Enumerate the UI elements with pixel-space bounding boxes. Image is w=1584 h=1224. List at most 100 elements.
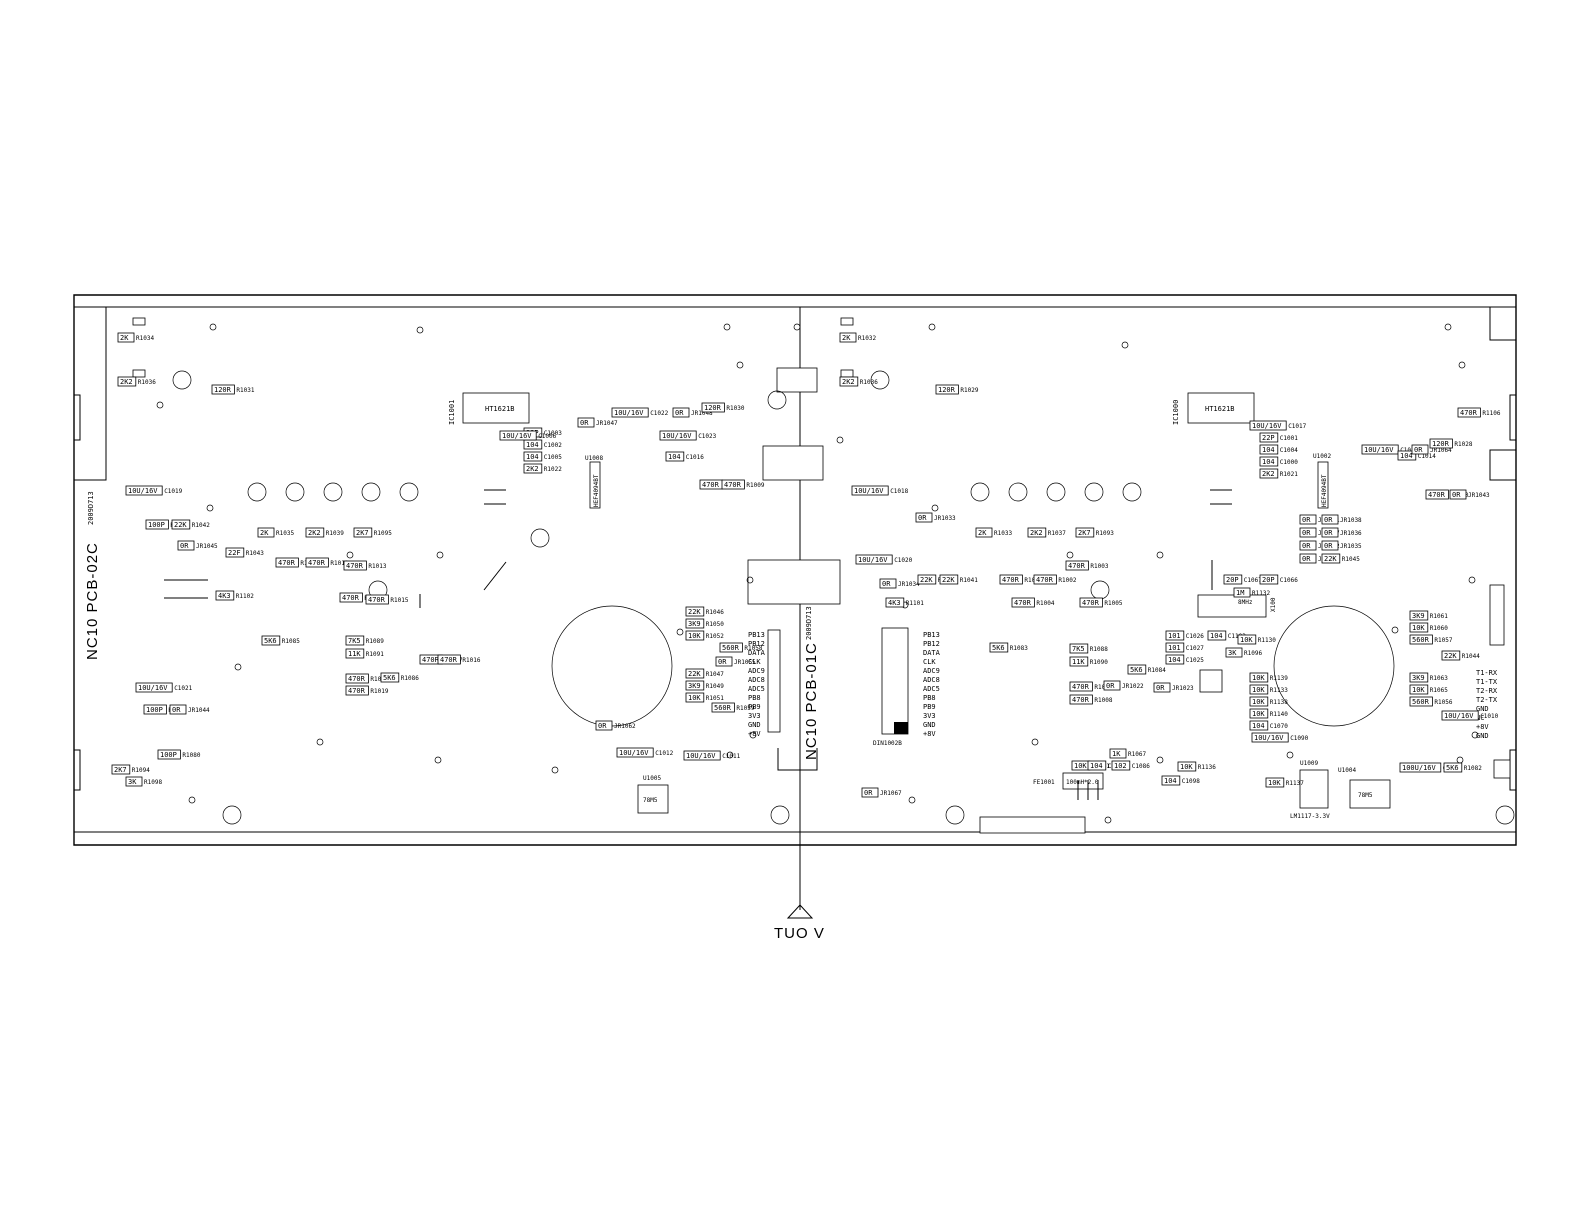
- component-ref: C1090: [1290, 735, 1308, 742]
- component-ref: R1036: [860, 379, 878, 386]
- u1005-ref: U1005: [643, 775, 661, 782]
- component-ref: C1067: [1244, 577, 1262, 584]
- component-value: 0R: [1106, 682, 1115, 690]
- pin-left-0: PB13: [748, 631, 765, 639]
- pin-left-6: ADC5: [748, 685, 765, 693]
- component-ref: R1056: [1434, 699, 1452, 706]
- component-value: 470R: [348, 687, 366, 695]
- component-value: 10K: [1180, 763, 1193, 771]
- pin-left-3: CLK: [748, 658, 761, 666]
- u1008-part: HEF4094BT: [593, 474, 600, 507]
- component-value: 2K2: [1262, 470, 1275, 478]
- component-ref: C1023: [698, 433, 716, 440]
- component-value: 5K6: [1130, 666, 1143, 674]
- component-value: 10U/16V: [128, 487, 158, 495]
- component-value: 2K2: [1030, 529, 1043, 537]
- ic-components: HT1621B IC1001 HT1621B IC1000 HEF4094BT …: [448, 392, 1505, 820]
- component-ref: JR1023: [1172, 685, 1194, 692]
- component-value: 4K3: [888, 599, 901, 607]
- component-value: 104: [1164, 777, 1177, 785]
- component-ref: R1102: [236, 593, 254, 600]
- component-ref: R1050: [706, 621, 724, 628]
- component-ref: C1018: [890, 488, 908, 495]
- pin-right-0: PB13: [923, 631, 940, 639]
- component-value: 10K: [1268, 779, 1281, 787]
- pin-right-4: ADC9: [923, 667, 940, 675]
- component-ref: R1067: [1128, 751, 1146, 758]
- component-value: 470R: [1036, 576, 1054, 584]
- component-value: 22P: [1262, 434, 1275, 442]
- component-ref: R1036: [138, 379, 156, 386]
- component-ref: R1137: [1286, 780, 1304, 787]
- pin-right-3: CLK: [923, 658, 936, 666]
- component-value: 470R: [1460, 409, 1478, 417]
- component-ref: R1085: [282, 638, 300, 645]
- component-value: 0R: [1324, 516, 1333, 524]
- component-value: 22K: [942, 576, 955, 584]
- component-ref: R1047: [706, 671, 724, 678]
- component-ref: R1021: [1280, 471, 1298, 478]
- component-value: 0R: [1302, 555, 1311, 563]
- u1002-part: HEF4094BT: [1321, 474, 1328, 507]
- component-ref: R1033: [994, 530, 1012, 537]
- component-value: 10K: [688, 694, 701, 702]
- component-ref: R1015: [390, 597, 408, 604]
- component-jr1038: 0R JR1038: [1321, 514, 1362, 525]
- component-ref: C1001: [1280, 435, 1298, 442]
- component-value: 0R: [882, 580, 891, 588]
- component-value: 104: [1262, 458, 1275, 466]
- component-ref: JR1038: [1340, 517, 1362, 524]
- pin-right-1: PB12: [923, 640, 940, 648]
- pin-right-7: PB8: [923, 694, 936, 702]
- component-value: 104: [1252, 722, 1265, 730]
- component-value: 0R: [1302, 516, 1311, 524]
- component-value: 104: [526, 453, 539, 461]
- pin-left-7: PB8: [748, 694, 761, 702]
- component-value: 104: [1210, 632, 1223, 640]
- component-ref: JR1036: [1340, 530, 1362, 537]
- component-value: 120R: [1432, 440, 1450, 448]
- component-value: 470R: [1068, 562, 1086, 570]
- component-value: 5K6: [264, 637, 277, 645]
- pin-left-8: PB9: [748, 703, 761, 711]
- component-ref: R1030: [726, 405, 744, 412]
- component-ref: R1090: [1090, 659, 1108, 666]
- component-ref: JR1048: [691, 410, 713, 417]
- component-ref: R1035: [276, 530, 294, 537]
- component-ref: R1094: [132, 767, 150, 774]
- left-date-code: 2009D713: [87, 491, 95, 525]
- component-r1021: 2K2 R1021: [1259, 468, 1298, 479]
- component-ref: JR1034: [898, 581, 920, 588]
